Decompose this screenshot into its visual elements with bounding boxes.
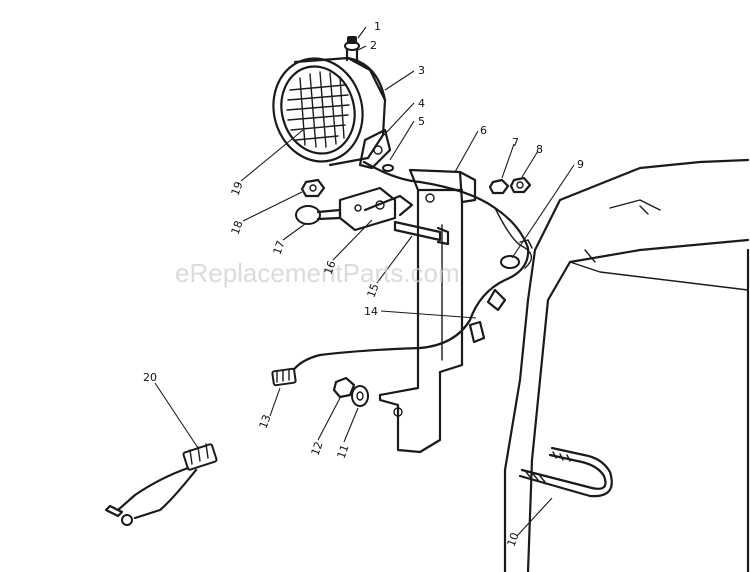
headlight-lens-grid [286,71,350,148]
callout-12: 12 [309,440,326,458]
connector-13 [271,367,297,387]
knob-17 [295,205,342,225]
callout-8: 8 [536,143,543,156]
callout-1: 1 [374,20,381,33]
nut-8 [509,176,532,194]
headlight-assembly [272,56,387,167]
nut-18 [300,178,326,198]
callout-15: 15 [365,282,382,300]
lamp-bracket [358,128,394,172]
callout-4: 4 [418,97,425,110]
callout-20: 20 [143,371,157,384]
nut-12 [332,376,356,399]
callout-13: 13 [257,413,274,431]
callout-14: 14 [364,305,378,318]
callout-10: 10 [505,531,522,549]
callout-2: 2 [370,39,377,52]
callout-18: 18 [229,219,246,237]
callout-16: 16 [322,259,339,277]
callout-7: 7 [512,136,519,149]
wire-pigtail-20 [104,443,218,526]
callout-17: 17 [271,239,288,257]
leader-lines [154,26,575,537]
wiring-harness [290,160,533,374]
mounting-post [378,168,477,454]
lamp-terminal-parts [344,36,360,62]
bolt-15 [393,220,450,246]
washer-11 [351,385,369,407]
callout-19: 19 [229,180,246,198]
u-bolt-10 [518,446,613,498]
callout-11: 11 [335,443,352,461]
callout-3: 3 [418,64,425,77]
callout-labels: 1 2 3 4 5 6 7 8 9 10 11 12 13 14 15 16 1… [143,20,584,548]
callout-5: 5 [418,115,425,128]
nut-7 [488,178,510,195]
callout-9: 9 [577,158,584,171]
watermark-text: eReplacementParts.com [175,258,460,288]
tractor-fender-outline [503,158,750,572]
callout-6: 6 [480,124,487,137]
